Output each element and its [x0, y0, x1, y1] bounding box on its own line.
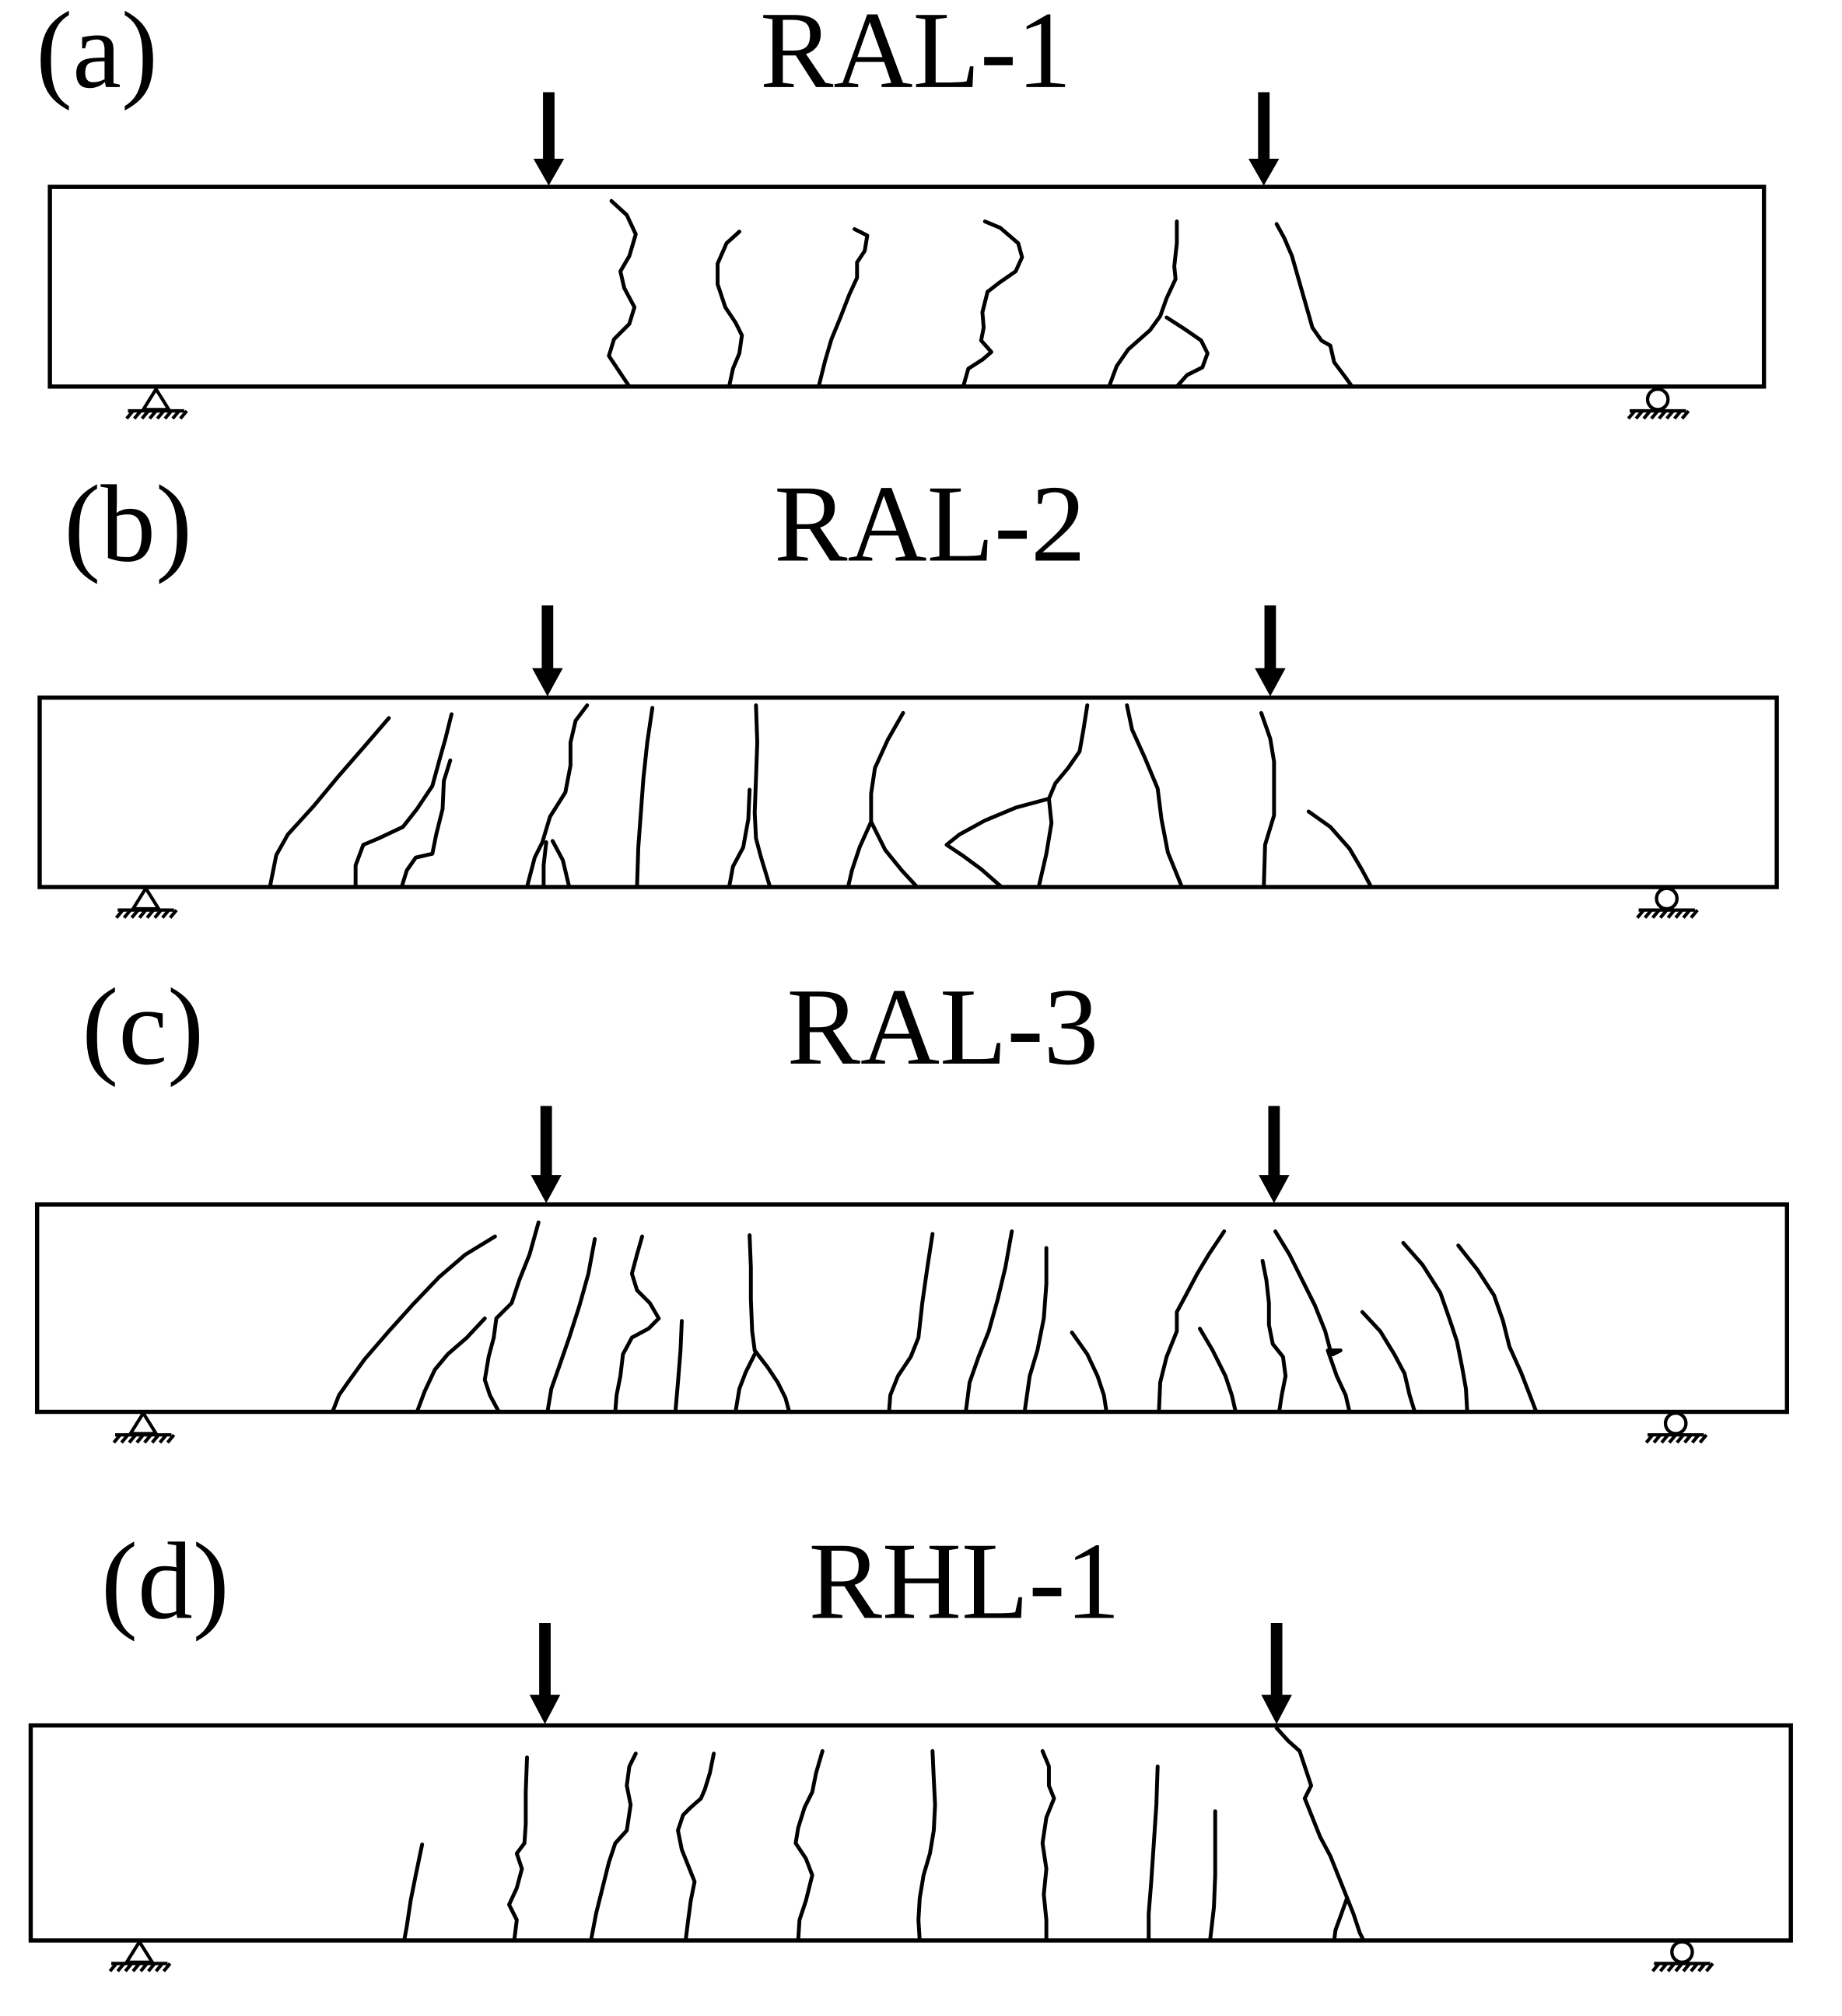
beam-outline-c [34, 1202, 1790, 1415]
roller-support-icon-b [1637, 889, 1697, 918]
beam-title-d: RHL-1 [809, 1520, 1121, 1642]
panel-a: (a) RAL-1 [36, 0, 1767, 419]
beam-title-a: RAL-1 [760, 0, 1072, 111]
panel-letter-d: (d) [101, 1520, 229, 1642]
roller-support-icon-c [1646, 1413, 1706, 1443]
load-arrow-right-c [1259, 1106, 1290, 1204]
crack-pattern-c [331, 1220, 1539, 1414]
panel-letter-a: (a) [36, 0, 158, 111]
panel-b: (b) RAL-2 [37, 463, 1779, 918]
roller-support-icon-d [1653, 1942, 1713, 1972]
crack-pattern-a [607, 198, 1354, 389]
load-arrow-left-d [529, 1622, 561, 1724]
panel-d: (d) RHL-1 [28, 1520, 1793, 1972]
panel-letter-c: (c) [82, 966, 204, 1088]
load-arrow-right-d [1261, 1622, 1292, 1724]
beam-outline-a [47, 184, 1767, 389]
pin-support-icon-a [127, 389, 187, 419]
load-arrow-right-b [1255, 605, 1286, 696]
crack-pattern-b [268, 703, 1374, 889]
beam-title-b: RAL-2 [774, 463, 1086, 585]
load-arrow-left-b [532, 605, 563, 696]
pin-support-icon-d [110, 1942, 170, 1972]
beam-outline-b [37, 695, 1779, 889]
load-arrow-right-a [1248, 92, 1280, 186]
load-arrow-left-a [533, 92, 565, 186]
roller-support-icon-a [1628, 389, 1688, 419]
panel-letter-b: (b) [64, 463, 192, 585]
beam-outline-d [28, 1723, 1793, 1943]
crack-pattern-d [402, 1726, 1366, 1943]
load-arrow-left-c [531, 1106, 562, 1204]
pin-support-icon-b [117, 889, 177, 918]
pin-support-icon-c [114, 1413, 173, 1443]
panel-c: (c) RAL-3 [34, 966, 1790, 1443]
beam-title-c: RAL-3 [787, 966, 1099, 1088]
